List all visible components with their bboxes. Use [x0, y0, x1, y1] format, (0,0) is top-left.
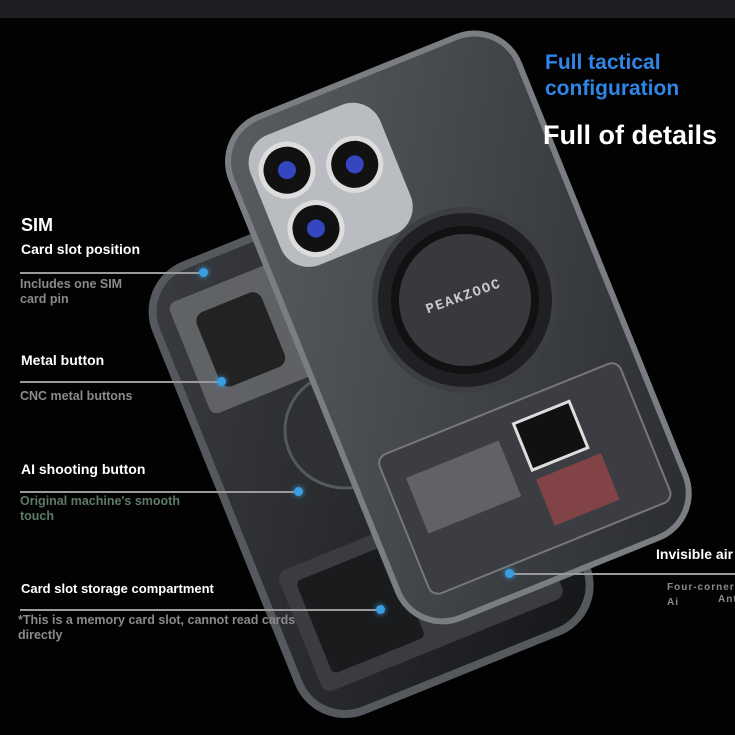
callout-metal-title: Metal button [21, 352, 105, 368]
callout-dot [217, 377, 226, 386]
callout-line [510, 573, 735, 575]
callout-line [20, 272, 202, 274]
callout-ai-desc: Original machine's smooth touch [20, 494, 180, 523]
callout-metal-desc: CNC metal buttons [20, 389, 133, 403]
callout-sim-desc: Includes one SIM card pin [20, 277, 123, 306]
callout-line [20, 381, 220, 383]
callout-dot [294, 487, 303, 496]
top-bar [0, 0, 735, 18]
callout-storage-title: Card slot storage compartment [21, 581, 214, 596]
headline-blue-2: configuration [545, 77, 680, 100]
callout-dot [505, 569, 514, 578]
callout-line [20, 491, 296, 493]
callout-storage-desc: *This is a memory card slot, cannot read… [18, 613, 296, 642]
callout-sim-top: SIM [21, 215, 54, 235]
callout-dot [199, 268, 208, 277]
headline-white: Full of details [543, 120, 718, 150]
callout-line [20, 609, 378, 611]
callout-air-desc-2: Ant [718, 594, 735, 605]
callout-sim-title: Card slot position [21, 241, 140, 257]
headline-blue-1: Full tactical [545, 51, 661, 74]
callout-dot [376, 605, 385, 614]
callout-ai-title: AI shooting button [21, 461, 146, 477]
callout-air-desc-1: Four-corner Ai [667, 582, 735, 608]
magsafe-ring-inner [391, 226, 539, 374]
callout-air-title: Invisible air [656, 546, 734, 562]
